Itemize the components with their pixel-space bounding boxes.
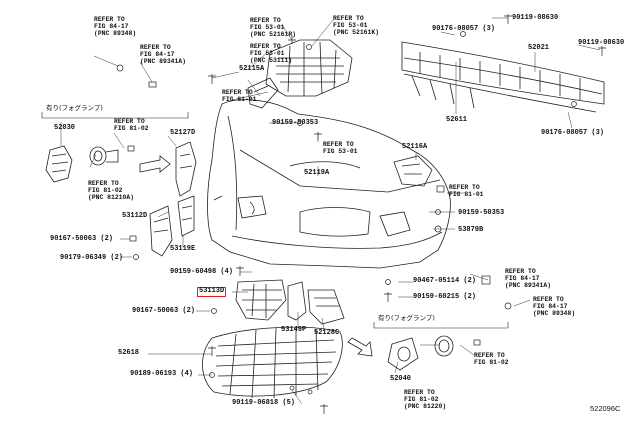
engine-under-cover: [202, 326, 343, 399]
refer-fig-53-01[interactable]: REFER TO FIG 53-01: [323, 141, 358, 156]
bracket-53112d: [149, 205, 173, 257]
fog-lamp-bracket-left: [41, 112, 189, 119]
part-90159-50353-b[interactable]: 90159-50353: [458, 209, 505, 217]
refer-fig-81-02[interactable]: REFER TO FIG 81-02: [114, 118, 149, 133]
refer-fig-53-01-52161k[interactable]: REFER TO FIG 53-01 (PNC 52161K): [333, 15, 380, 37]
part-53879b[interactable]: 53879B: [458, 226, 484, 234]
arrow-right-assembly: [347, 337, 373, 357]
part-90176-08057[interactable]: 90176-08057 (3): [432, 25, 496, 33]
lower-grille-53113d: [235, 279, 287, 321]
bracket-53119e: [177, 195, 195, 237]
refer-fig-81-01[interactable]: REFER TO FIG 81-01: [222, 89, 257, 104]
arrow-left-assembly: [139, 155, 171, 173]
part-90119-08630[interactable]: 90119-08630: [512, 14, 559, 22]
part-90467-05114[interactable]: 90467-05114 (2): [413, 277, 477, 285]
part-90167-50063[interactable]: 90167-50063 (2): [50, 235, 114, 243]
side-retainer-left: [247, 77, 279, 109]
part-52618[interactable]: 52618: [118, 349, 140, 357]
bracket-52127d: [175, 141, 197, 197]
part-90159-60498[interactable]: 90159-60498 (4): [170, 268, 234, 276]
fog-lamp-note-right: 有り(フォグランプ): [378, 314, 435, 322]
part-90167-50063-b[interactable]: 90167-50063 (2): [132, 307, 196, 315]
bracket-53149p: [287, 281, 307, 321]
fog-lamp-left: [45, 145, 119, 183]
part-52030[interactable]: 52030: [54, 124, 76, 132]
refer-fig-81-02-81210a[interactable]: REFER TO FIG 81-02 (PNC 81210A): [88, 180, 135, 202]
fog-lamp-right: [387, 335, 454, 371]
part-90176-08057-b[interactable]: 90176-08057 (3): [541, 129, 605, 137]
refer-fig-84-17-89341a[interactable]: REFER TO FIG 84-17 (PNC 89341A): [140, 44, 187, 66]
refer-fig-53-01-53111[interactable]: REFER TO FIG 53-01 (PNC 53111): [250, 43, 293, 65]
refer-fig-81-02-81220[interactable]: REFER TO FIG 81-02 (PNC 81220): [404, 389, 447, 411]
part-52128c[interactable]: 52128C: [314, 329, 340, 337]
part-52040[interactable]: 52040: [390, 375, 412, 383]
part-90119-08630-b[interactable]: 90119-08630: [578, 39, 625, 47]
part-90159-50353[interactable]: 90159-50353: [272, 119, 319, 127]
part-52021[interactable]: 52021: [528, 44, 550, 52]
part-90189-06193[interactable]: 90189-06193 (4): [130, 370, 194, 378]
refer-fig-84-17-89348-b[interactable]: REFER TO FIG 84-17 (PNC 89348): [533, 296, 576, 318]
upper-grille: [265, 39, 353, 97]
bumper-reinforcement: [401, 41, 605, 113]
part-52119a[interactable]: 52119A: [304, 169, 330, 177]
refer-fig-81-01-b[interactable]: REFER TO FIG 81-01: [449, 184, 484, 199]
garnish-52128c: [307, 289, 345, 325]
part-53149p[interactable]: 53149P: [281, 326, 307, 334]
part-52116a[interactable]: 52116A: [402, 143, 428, 151]
part-90179-06349[interactable]: 90179-06349 (2): [60, 254, 124, 262]
part-90159-60215[interactable]: 90159-60215 (2): [413, 293, 477, 301]
side-retainer-right: [393, 155, 433, 187]
part-53113d[interactable]: 53113D: [197, 287, 227, 297]
front-bumper-cover: [207, 99, 451, 269]
figure-code: 522096C: [590, 404, 621, 413]
part-52127d[interactable]: 52127D: [170, 129, 196, 137]
refer-fig-81-02-b[interactable]: REFER TO FIG 81-02: [474, 352, 509, 367]
fasteners: [116, 14, 606, 414]
refer-fig-84-17-89341a-b[interactable]: REFER TO FIG 84-17 (PNC 89341A): [505, 268, 552, 290]
part-52115a[interactable]: 52115A: [239, 65, 265, 73]
fog-lamp-note-left: 有り(フォグランプ): [46, 104, 103, 112]
part-90119-06818[interactable]: 90119-06818 (5): [232, 399, 296, 407]
fog-lamp-bracket-right: [373, 322, 509, 329]
refer-fig-84-17-89348[interactable]: REFER TO FIG 84-17 (PNC 89348): [94, 16, 137, 38]
part-53112d[interactable]: 53112D: [122, 212, 148, 220]
refer-fig-53-01-52161r[interactable]: REFER TO FIG 53-01 (PNC 52161R): [250, 17, 297, 39]
part-53119e[interactable]: 53119E: [170, 245, 196, 253]
leader-lines: [60, 17, 601, 405]
part-52611[interactable]: 52611: [446, 116, 468, 124]
